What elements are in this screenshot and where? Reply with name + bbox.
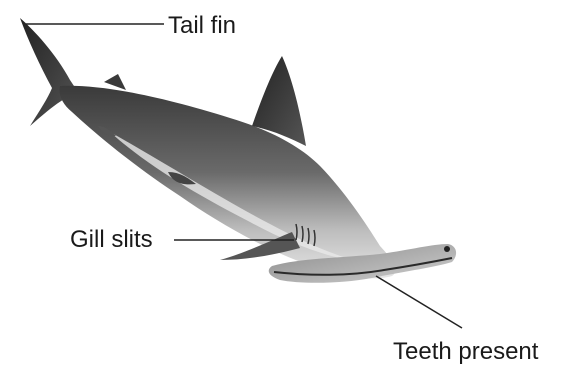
gill-slits-label: Gill slits [70, 226, 153, 254]
tail-fin-shape [20, 18, 78, 126]
tail-fin-label: Tail fin [168, 12, 236, 40]
teeth-present-label: Teeth present [393, 338, 538, 366]
teeth-present-leader-line [376, 276, 462, 328]
eye-icon [444, 246, 450, 252]
second-dorsal-fin-shape [104, 74, 126, 90]
